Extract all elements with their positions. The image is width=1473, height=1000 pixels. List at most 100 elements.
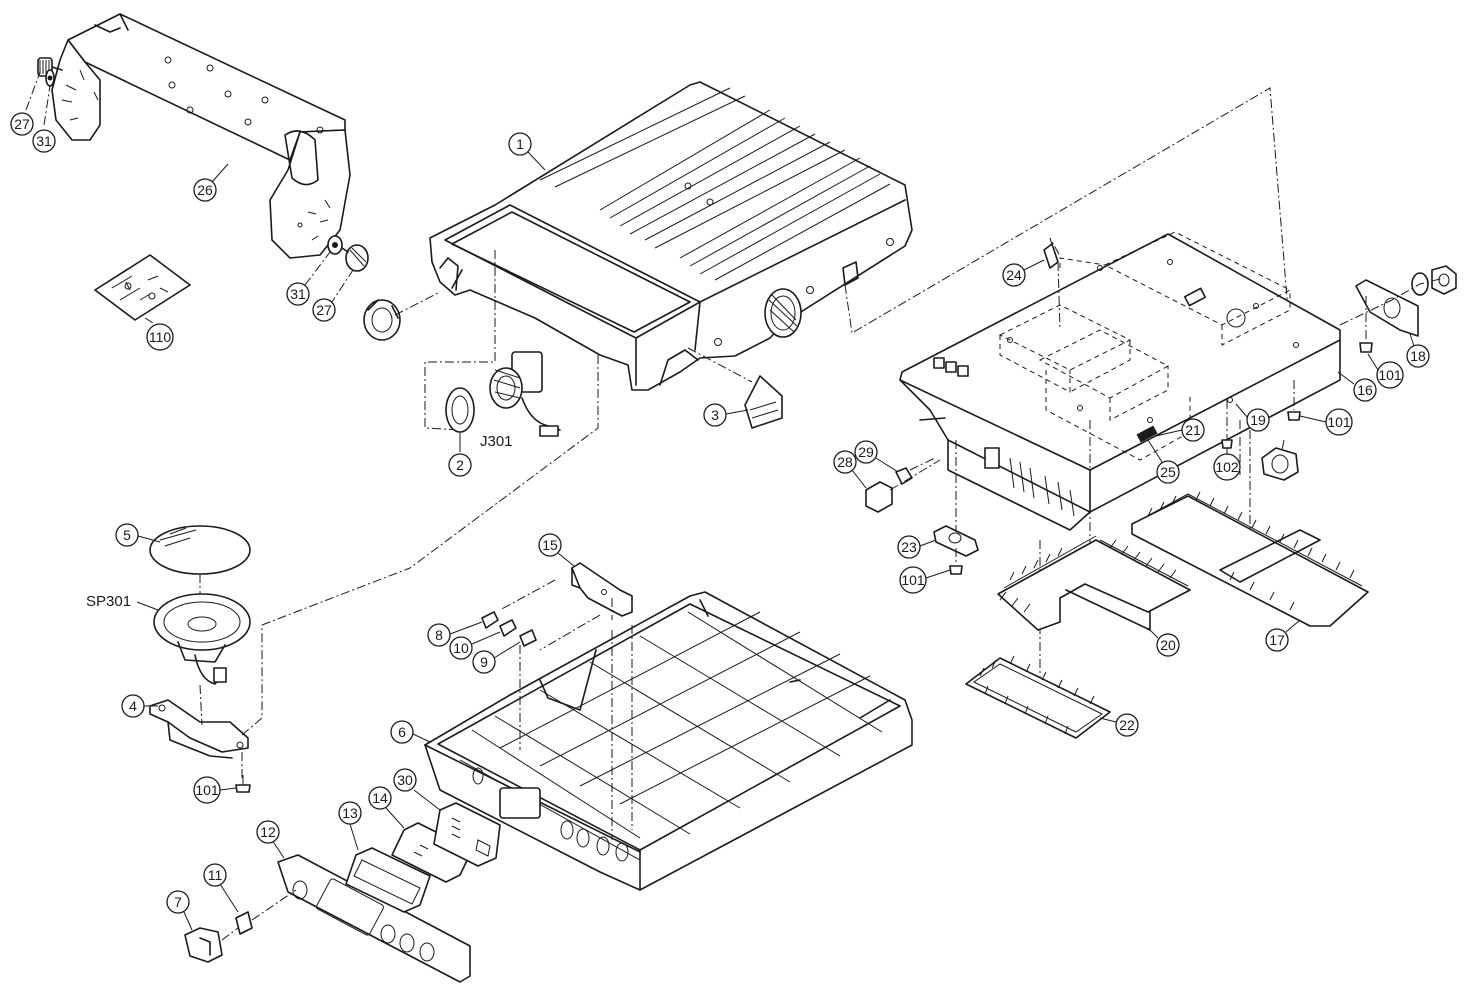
callout-26: 26 <box>193 163 229 202</box>
knob-7 <box>184 927 223 963</box>
svg-text:6: 6 <box>398 724 406 740</box>
screw-101-r2 <box>1287 411 1301 421</box>
callout-31-bottom: 31 <box>286 282 310 306</box>
svg-text:7: 7 <box>174 894 182 910</box>
label-sp301: SP301 <box>86 593 131 610</box>
callout-10: 10 <box>449 631 501 660</box>
callout-7: 7 <box>166 890 193 931</box>
callout-14: 14 <box>368 786 405 829</box>
jack-right <box>1261 447 1299 481</box>
svg-text:17: 17 <box>1269 632 1285 648</box>
callout-18: 18 <box>1406 333 1430 368</box>
front-panel-12 <box>277 854 471 983</box>
callout-9: 9 <box>472 641 521 674</box>
svg-text:22: 22 <box>1119 717 1135 733</box>
callout-27-bottom: 27 <box>312 298 336 322</box>
svg-text:29: 29 <box>858 444 874 460</box>
svg-text:11: 11 <box>208 867 223 883</box>
svg-text:101: 101 <box>195 782 219 798</box>
shield-frame-17 <box>1131 491 1369 627</box>
callout-27-top: 27 <box>10 112 34 136</box>
screw-bag <box>94 254 191 327</box>
svg-text:8: 8 <box>435 627 443 643</box>
callout-13: 13 <box>338 801 362 851</box>
svg-text:101: 101 <box>1327 414 1351 430</box>
callout-17: 17 <box>1265 619 1301 652</box>
callout-101-r1: 101 <box>1367 353 1404 389</box>
callout-12: 12 <box>256 820 285 859</box>
callout-30: 30 <box>393 768 441 811</box>
svg-text:10: 10 <box>453 640 469 656</box>
screw-101-c <box>949 565 963 575</box>
svg-text:24: 24 <box>1006 267 1022 283</box>
callout-3: 3 <box>703 403 749 427</box>
svg-text:5: 5 <box>123 527 131 543</box>
screw-27-top <box>37 57 63 87</box>
screw-101-r1 <box>1359 342 1373 353</box>
small-parts-8-9-10 <box>481 611 537 647</box>
svg-text:101: 101 <box>901 572 925 588</box>
label-14 <box>391 822 473 883</box>
svg-text:21: 21 <box>1185 422 1201 438</box>
knob-31-27-bottom <box>327 235 369 272</box>
svg-text:28: 28 <box>837 454 853 470</box>
svg-text:14: 14 <box>372 790 388 806</box>
svg-text:110: 110 <box>149 329 172 345</box>
callout-11: 11 <box>203 863 239 913</box>
callout-22: 22 <box>1099 713 1139 737</box>
svg-text:30: 30 <box>397 772 413 788</box>
callout-16: 16 <box>1337 371 1377 402</box>
shield-22 <box>965 655 1111 739</box>
callout-25: 25 <box>1147 439 1180 484</box>
callout-19: 19 <box>1235 403 1270 432</box>
mounting-bracket <box>51 13 351 259</box>
svg-text:3: 3 <box>711 407 719 423</box>
svg-text:9: 9 <box>480 654 488 670</box>
svg-text:16: 16 <box>1357 382 1373 398</box>
svg-text:13: 13 <box>342 805 358 821</box>
svg-text:23: 23 <box>901 539 917 555</box>
callout-6: 6 <box>390 720 431 744</box>
svg-text:20: 20 <box>1160 637 1176 653</box>
parts-28-29 <box>865 467 913 513</box>
bracket-23 <box>933 525 979 557</box>
callout-23: 23 <box>897 535 937 559</box>
callout-20: 20 <box>1147 627 1180 657</box>
screw-101-left <box>235 775 251 793</box>
svg-text:26: 26 <box>197 182 213 198</box>
svg-text:31: 31 <box>290 286 306 302</box>
jack-j301 <box>445 351 561 437</box>
svg-text:1: 1 <box>516 136 524 152</box>
bracket-18 <box>1355 265 1457 337</box>
callout-101-left: 101 <box>193 776 237 804</box>
svg-text:102: 102 <box>1215 459 1239 475</box>
svg-text:12: 12 <box>260 824 276 840</box>
callout-101-r2: 101 <box>1299 408 1353 436</box>
speaker-sp301 <box>149 525 251 685</box>
svg-text:4: 4 <box>129 698 137 714</box>
label-j301: J301 <box>480 433 513 450</box>
main-pcb-16 <box>899 231 1341 531</box>
callout-110: 110 <box>146 323 174 351</box>
callout-31-top: 31 <box>32 129 56 153</box>
svg-text:27: 27 <box>14 116 30 132</box>
svg-text:15: 15 <box>542 537 558 553</box>
callout-5: 5 <box>115 523 161 547</box>
plate-15 <box>571 562 633 617</box>
callout-101-center: 101 <box>899 566 951 594</box>
callout-15: 15 <box>538 533 575 567</box>
svg-text:18: 18 <box>1410 348 1426 364</box>
callout-21: 21 <box>1155 418 1205 442</box>
screw-102 <box>1221 439 1233 449</box>
svg-text:25: 25 <box>1160 464 1176 480</box>
spacer-11 <box>235 911 253 935</box>
shield-frame-20 <box>997 535 1191 631</box>
svg-text:31: 31 <box>36 133 52 149</box>
callout-28: 28 <box>833 450 867 489</box>
knob-ring <box>363 299 401 341</box>
svg-text:101: 101 <box>1378 367 1402 383</box>
svg-text:2: 2 <box>456 457 464 473</box>
callout-8: 8 <box>427 621 483 647</box>
clip-3 <box>744 375 783 429</box>
